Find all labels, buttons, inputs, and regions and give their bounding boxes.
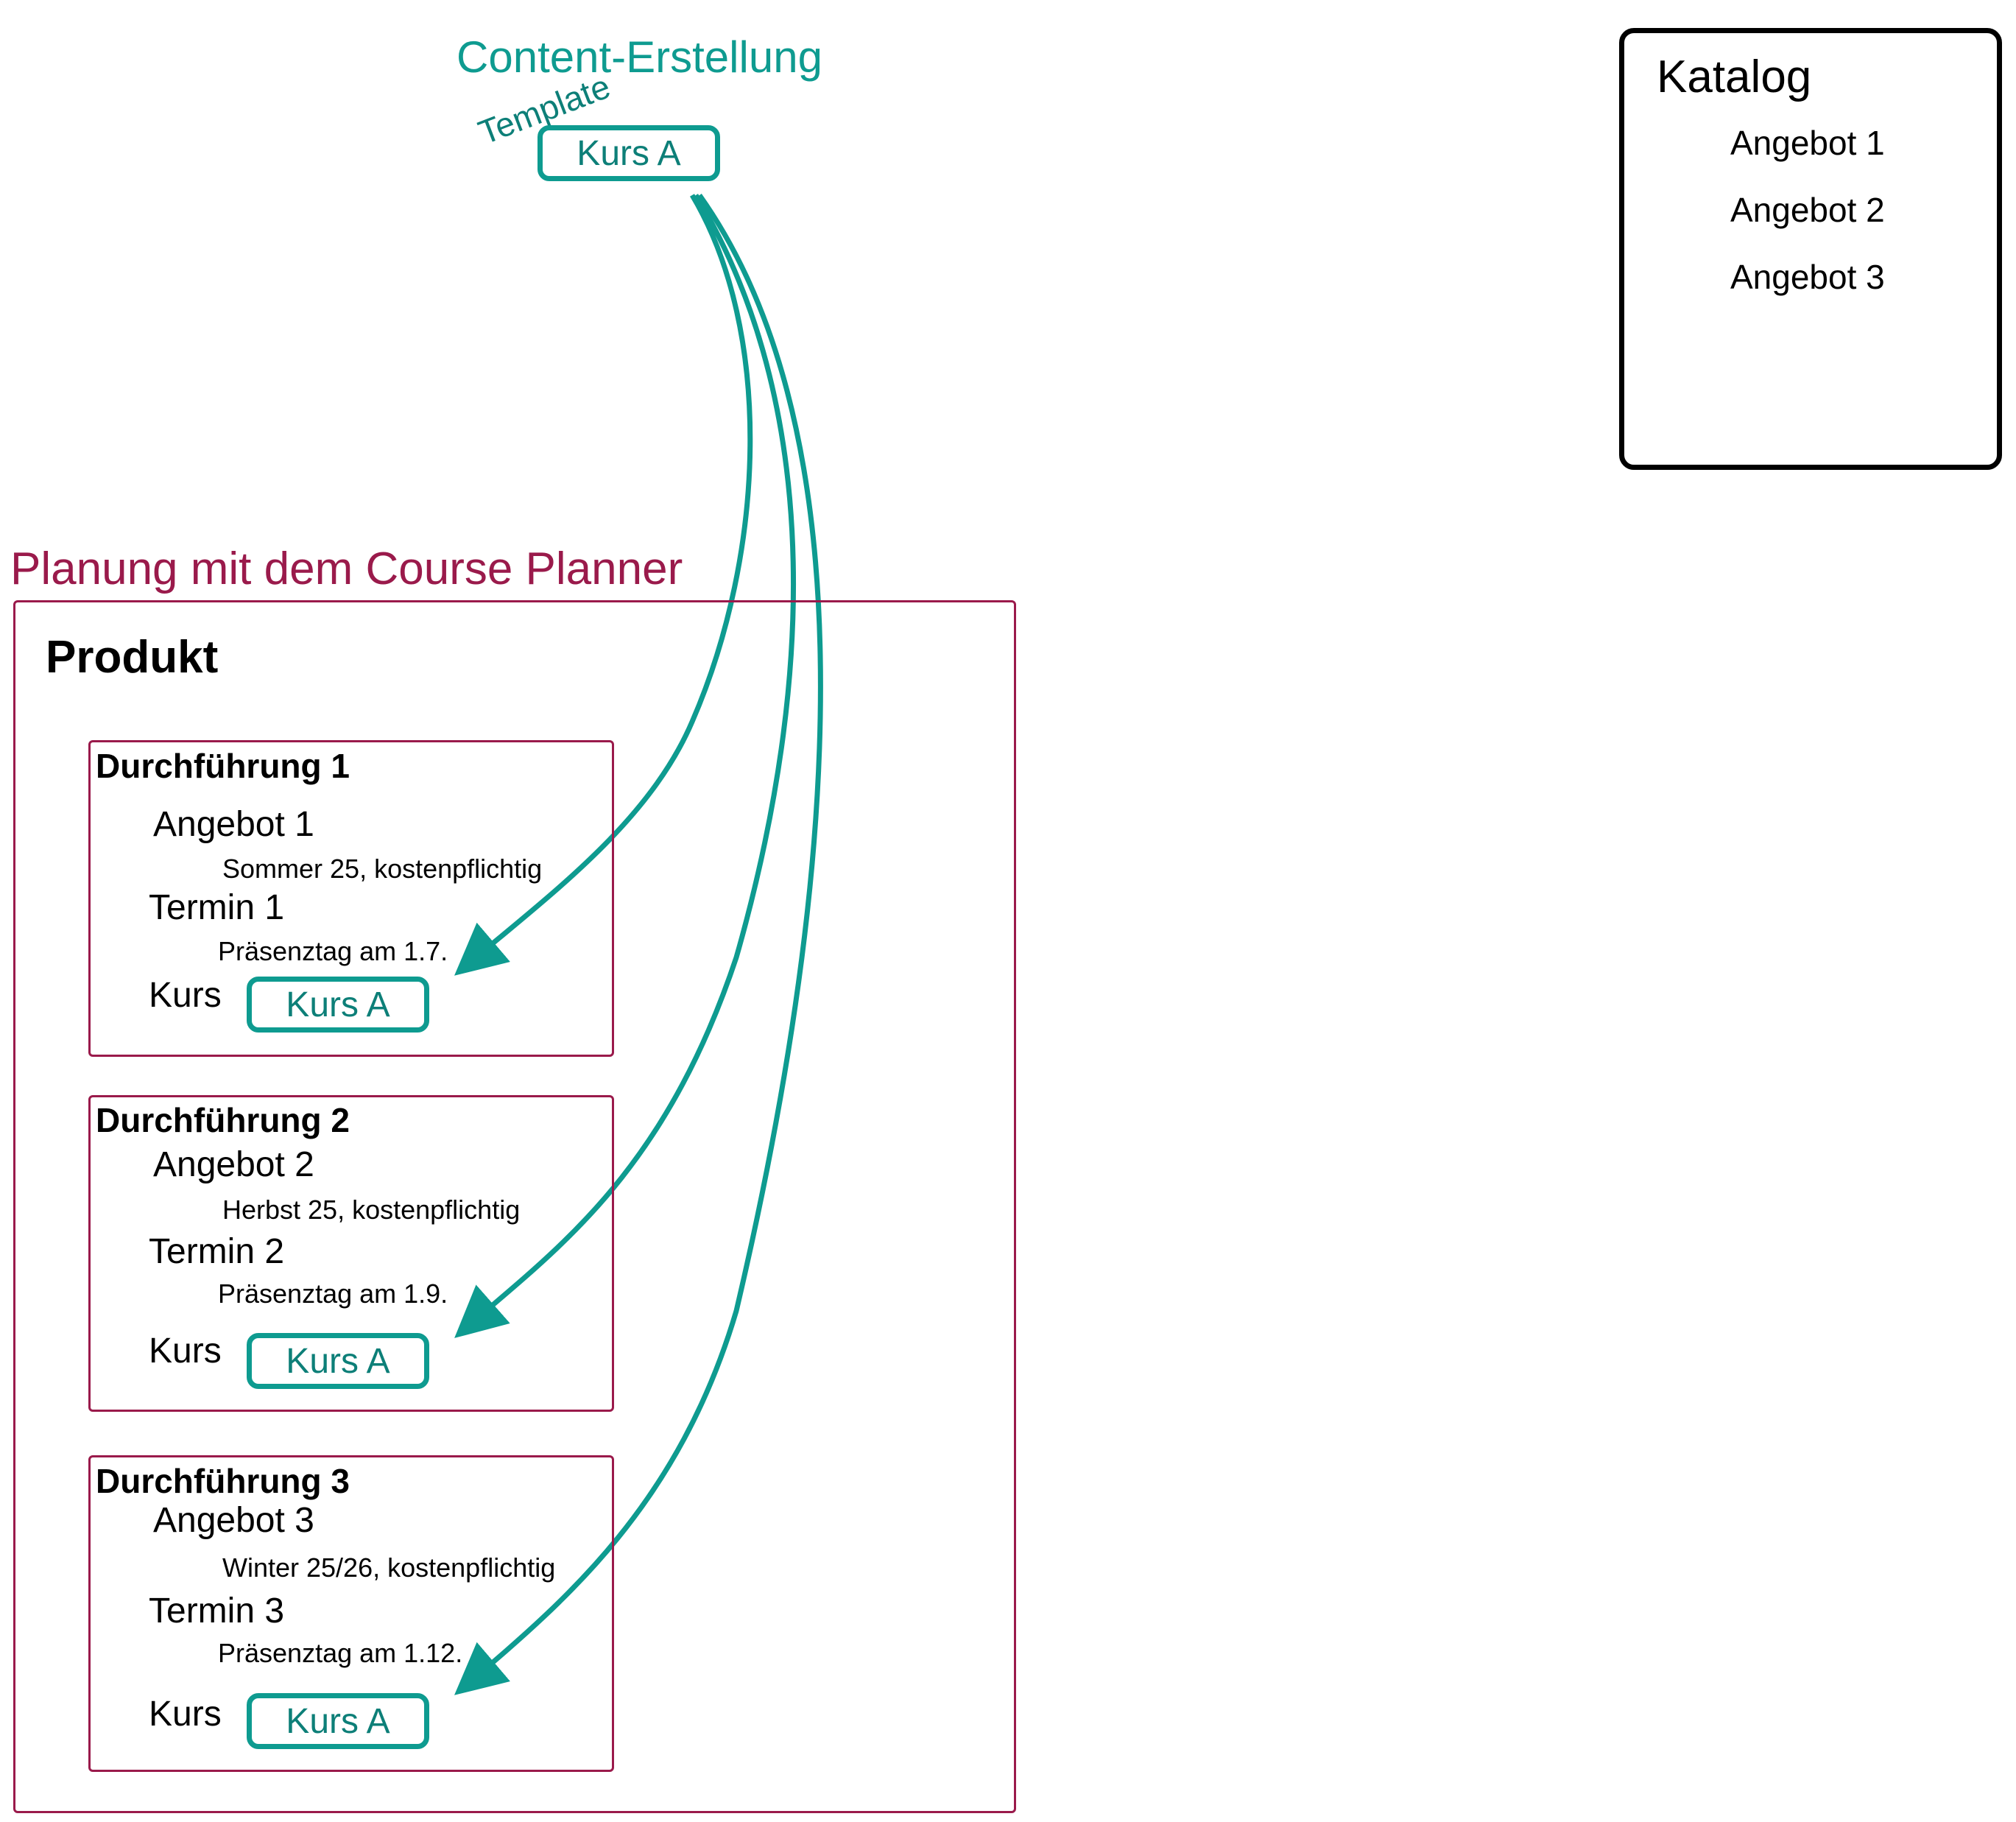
template-arrow-2 <box>454 194 797 1338</box>
offer-label: Angebot 1 <box>153 805 314 844</box>
course-name: Kurs A <box>286 985 390 1024</box>
offer-label: Angebot 2 <box>153 1145 314 1184</box>
content-creation-title: Content-Erstellung <box>457 32 822 82</box>
offer-detail: Winter 25/26, kostenpflichtig <box>222 1552 556 1583</box>
date-detail: Präsenztag am 1.7. <box>218 936 448 966</box>
execution-box-1 <box>88 740 614 1057</box>
course-label: Kurs <box>149 1332 222 1371</box>
catalog-title: Katalog <box>1657 52 1812 102</box>
template-arrow-1 <box>454 194 753 976</box>
course-label: Kurs <box>149 1695 222 1734</box>
date-detail: Präsenztag am 1.12. <box>218 1638 463 1668</box>
template-arrow-3 <box>454 193 823 1695</box>
source-course-box[interactable]: Kurs A <box>538 125 720 181</box>
product-box <box>13 600 1016 1813</box>
offer-label: Angebot 3 <box>153 1501 314 1540</box>
source-course-label: Kurs A <box>577 133 681 173</box>
execution-title: Durchführung 2 <box>96 1101 350 1139</box>
execution-title: Durchführung 3 <box>96 1462 350 1500</box>
product-label: Produkt <box>46 632 219 683</box>
course-name: Kurs A <box>286 1341 390 1381</box>
execution-box-3 <box>88 1455 614 1772</box>
course-box[interactable]: Kurs A <box>247 977 429 1033</box>
catalog-box <box>1619 28 2002 470</box>
course-box[interactable]: Kurs A <box>247 1693 429 1749</box>
execution-title: Durchführung 1 <box>96 747 350 785</box>
catalog-item[interactable]: Angebot 2 <box>1730 191 1885 229</box>
date-label: Termin 2 <box>149 1232 285 1271</box>
offer-detail: Herbst 25, kostenpflichtig <box>222 1195 521 1225</box>
execution-box-2 <box>88 1095 614 1412</box>
offer-detail: Sommer 25, kostenpflichtig <box>222 854 543 884</box>
course-name: Kurs A <box>286 1701 390 1741</box>
catalog-item[interactable]: Angebot 1 <box>1730 124 1885 162</box>
date-detail: Präsenztag am 1.9. <box>218 1278 448 1309</box>
date-label: Termin 3 <box>149 1591 285 1631</box>
course-label: Kurs <box>149 976 222 1015</box>
course-box[interactable]: Kurs A <box>247 1333 429 1389</box>
planning-title: Planung mit dem Course Planner <box>10 544 683 594</box>
catalog-item[interactable]: Angebot 3 <box>1730 258 1885 296</box>
date-label: Termin 1 <box>149 888 285 927</box>
